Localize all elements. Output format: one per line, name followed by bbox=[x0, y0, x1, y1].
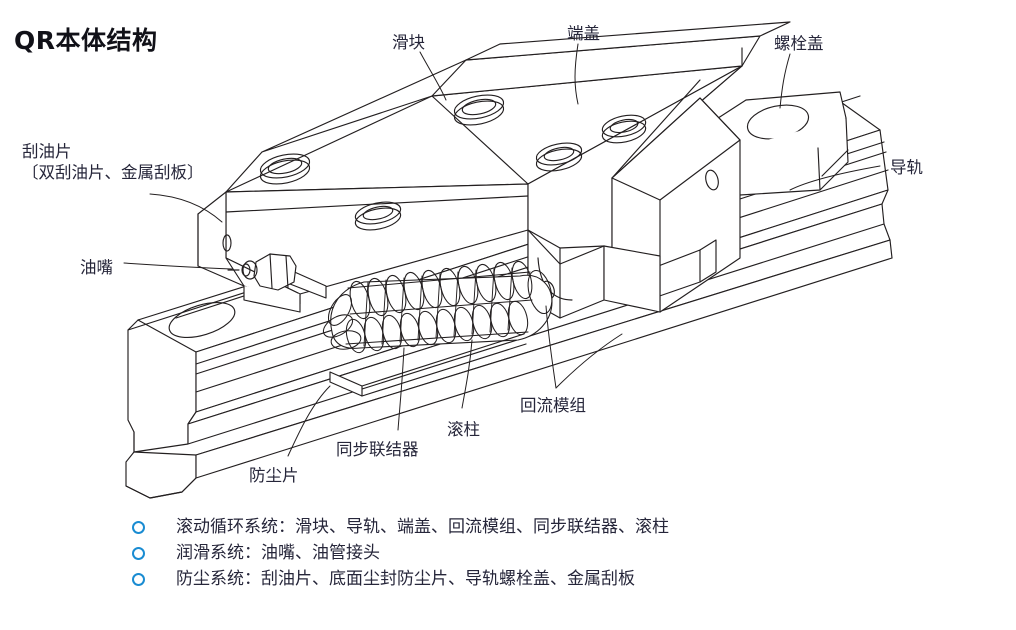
callout-label-roller: 滚柱 bbox=[447, 420, 480, 439]
callout-label-bolt-cover: 螺栓盖 bbox=[774, 34, 824, 53]
bolt-cover-cap bbox=[711, 91, 849, 197]
end-seal-wiper bbox=[197, 191, 327, 313]
legend-item-rolling-circulation-system: 滚动循环系统：滑块、导轨、端盖、回流模组、同步联结器、滚柱 bbox=[132, 512, 992, 538]
bullet-ring-icon bbox=[132, 521, 145, 534]
callout-label-slider: 滑块 bbox=[392, 33, 425, 52]
legend-item-text: 防尘系统：刮油片、底面尘封防尘片、导轨螺栓盖、金属刮板 bbox=[176, 569, 635, 589]
callout-label-oil-scraper: 刮油片〔双刮油片、金属刮板〕 bbox=[22, 141, 204, 183]
bottom-dust-seal bbox=[329, 333, 527, 397]
legend-item-dustproof-system: 防尘系统：刮油片、底面尘封防尘片、导轨螺栓盖、金属刮板 bbox=[132, 564, 992, 590]
callout-label-synchronizer: 同步联结器 bbox=[336, 440, 419, 459]
page-title: QR本体结构 bbox=[14, 26, 158, 55]
leader-lines bbox=[123, 43, 881, 457]
callout-label-oil-scraper-line1: 刮油片 bbox=[22, 142, 72, 161]
callout-label-guide-rail: 导轨 bbox=[890, 158, 923, 177]
legend-item-text: 滚动循环系统：滑块、导轨、端盖、回流模组、同步联结器、滚柱 bbox=[176, 517, 669, 537]
callout-label-grease-nipple: 油嘴 bbox=[80, 258, 113, 277]
roller-chain-assembly bbox=[322, 260, 553, 354]
bullet-ring-icon bbox=[132, 573, 145, 586]
bullet-ring-icon bbox=[132, 547, 145, 560]
legend: 滚动循环系统：滑块、导轨、端盖、回流模组、同步联结器、滚柱 润滑系统：油嘴、油管… bbox=[132, 512, 992, 590]
callout-label-return-module: 回流模组 bbox=[520, 396, 586, 415]
callout-label-oil-scraper-line2: 〔双刮油片、金属刮板〕 bbox=[22, 163, 204, 182]
grease-nipple bbox=[227, 253, 297, 291]
legend-item-text: 润滑系统：油嘴、油管接头 bbox=[176, 543, 380, 563]
callout-label-dust-seal: 防尘片 bbox=[249, 466, 299, 485]
callout-label-end-cap: 端盖 bbox=[567, 24, 600, 43]
carriage-block bbox=[225, 21, 791, 301]
legend-item-lubrication-system: 润滑系统：油嘴、油管接头 bbox=[132, 538, 992, 564]
